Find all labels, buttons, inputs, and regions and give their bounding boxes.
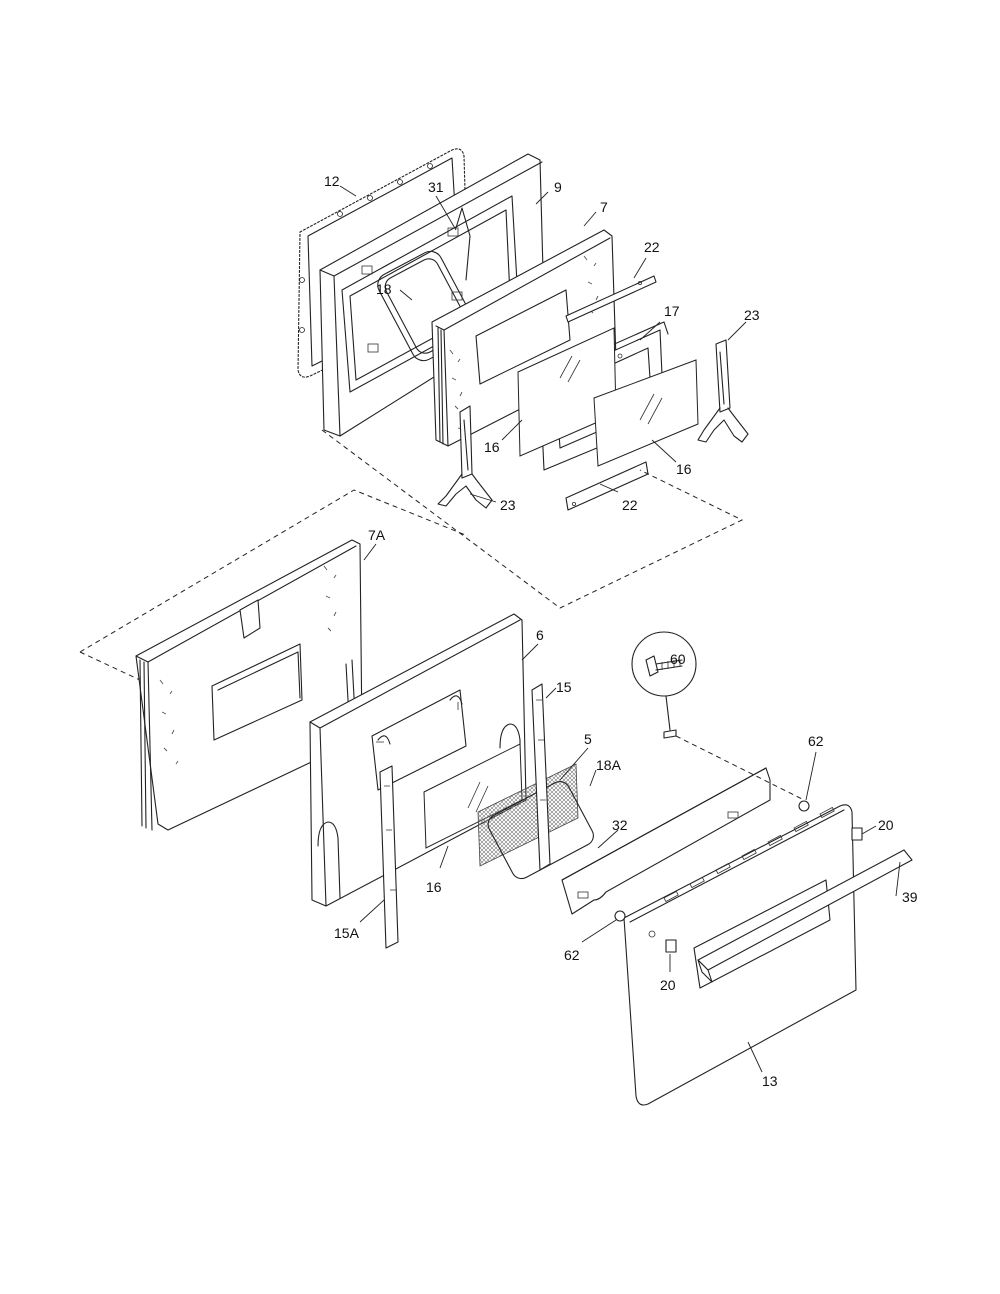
- inner-door-frame: [319, 153, 545, 437]
- callout-18: 18: [376, 281, 392, 297]
- assembly-outline: [79, 429, 744, 681]
- callout-31: 31: [428, 179, 444, 195]
- outer-door: [623, 804, 857, 1106]
- insulation-lower: [135, 539, 363, 831]
- callout-62-right: 62: [808, 733, 824, 749]
- hinge-left: [437, 405, 493, 509]
- callout-32: 32: [612, 817, 628, 833]
- hinge-right: [697, 339, 749, 443]
- callout-15: 15: [556, 679, 572, 695]
- callout-12: 12: [324, 173, 340, 189]
- callout-labels: 12 31 9 7 22 18 17 23 16 16 23 22 7A 6 1…: [324, 173, 918, 1089]
- callout-20-left: 20: [660, 977, 676, 993]
- callout-18a: 18A: [596, 757, 622, 773]
- spacer-left: [614, 910, 626, 922]
- leader-lines: [339, 185, 901, 1073]
- callout-5: 5: [584, 731, 592, 747]
- window-gasket: [487, 781, 594, 880]
- callout-13: 13: [762, 1073, 778, 1089]
- callout-39: 39: [902, 889, 918, 905]
- channel-upper: [565, 275, 657, 323]
- clip-right: [851, 827, 863, 841]
- callout-7: 7: [600, 199, 608, 215]
- door-handle: [697, 849, 913, 983]
- callout-6: 6: [536, 627, 544, 643]
- callout-23-right: 23: [744, 307, 760, 323]
- callout-62-left: 62: [564, 947, 580, 963]
- callout-7a: 7A: [368, 527, 386, 543]
- callout-60: 60: [670, 651, 686, 667]
- bracket-left: [379, 765, 399, 949]
- bracket-right: [531, 683, 551, 871]
- callout-15a: 15A: [334, 925, 360, 941]
- glass-panels-upper: [517, 327, 699, 467]
- door-panel-frame: [561, 767, 771, 915]
- callout-23-left: 23: [500, 497, 516, 513]
- callout-16-left: 16: [484, 439, 500, 455]
- clip-left: [665, 939, 677, 953]
- callout-17: 17: [664, 303, 680, 319]
- insulation-upper: [431, 229, 617, 447]
- callout-20-right: 20: [878, 817, 894, 833]
- callout-9: 9: [554, 179, 562, 195]
- callout-22-bottom: 22: [622, 497, 638, 513]
- screw-detail: [631, 631, 697, 739]
- callout-16-lower: 16: [426, 879, 442, 895]
- callout-16-right: 16: [676, 461, 692, 477]
- spacer-right: [798, 800, 810, 812]
- screw-guide: [675, 735, 805, 801]
- callout-22-top: 22: [644, 239, 660, 255]
